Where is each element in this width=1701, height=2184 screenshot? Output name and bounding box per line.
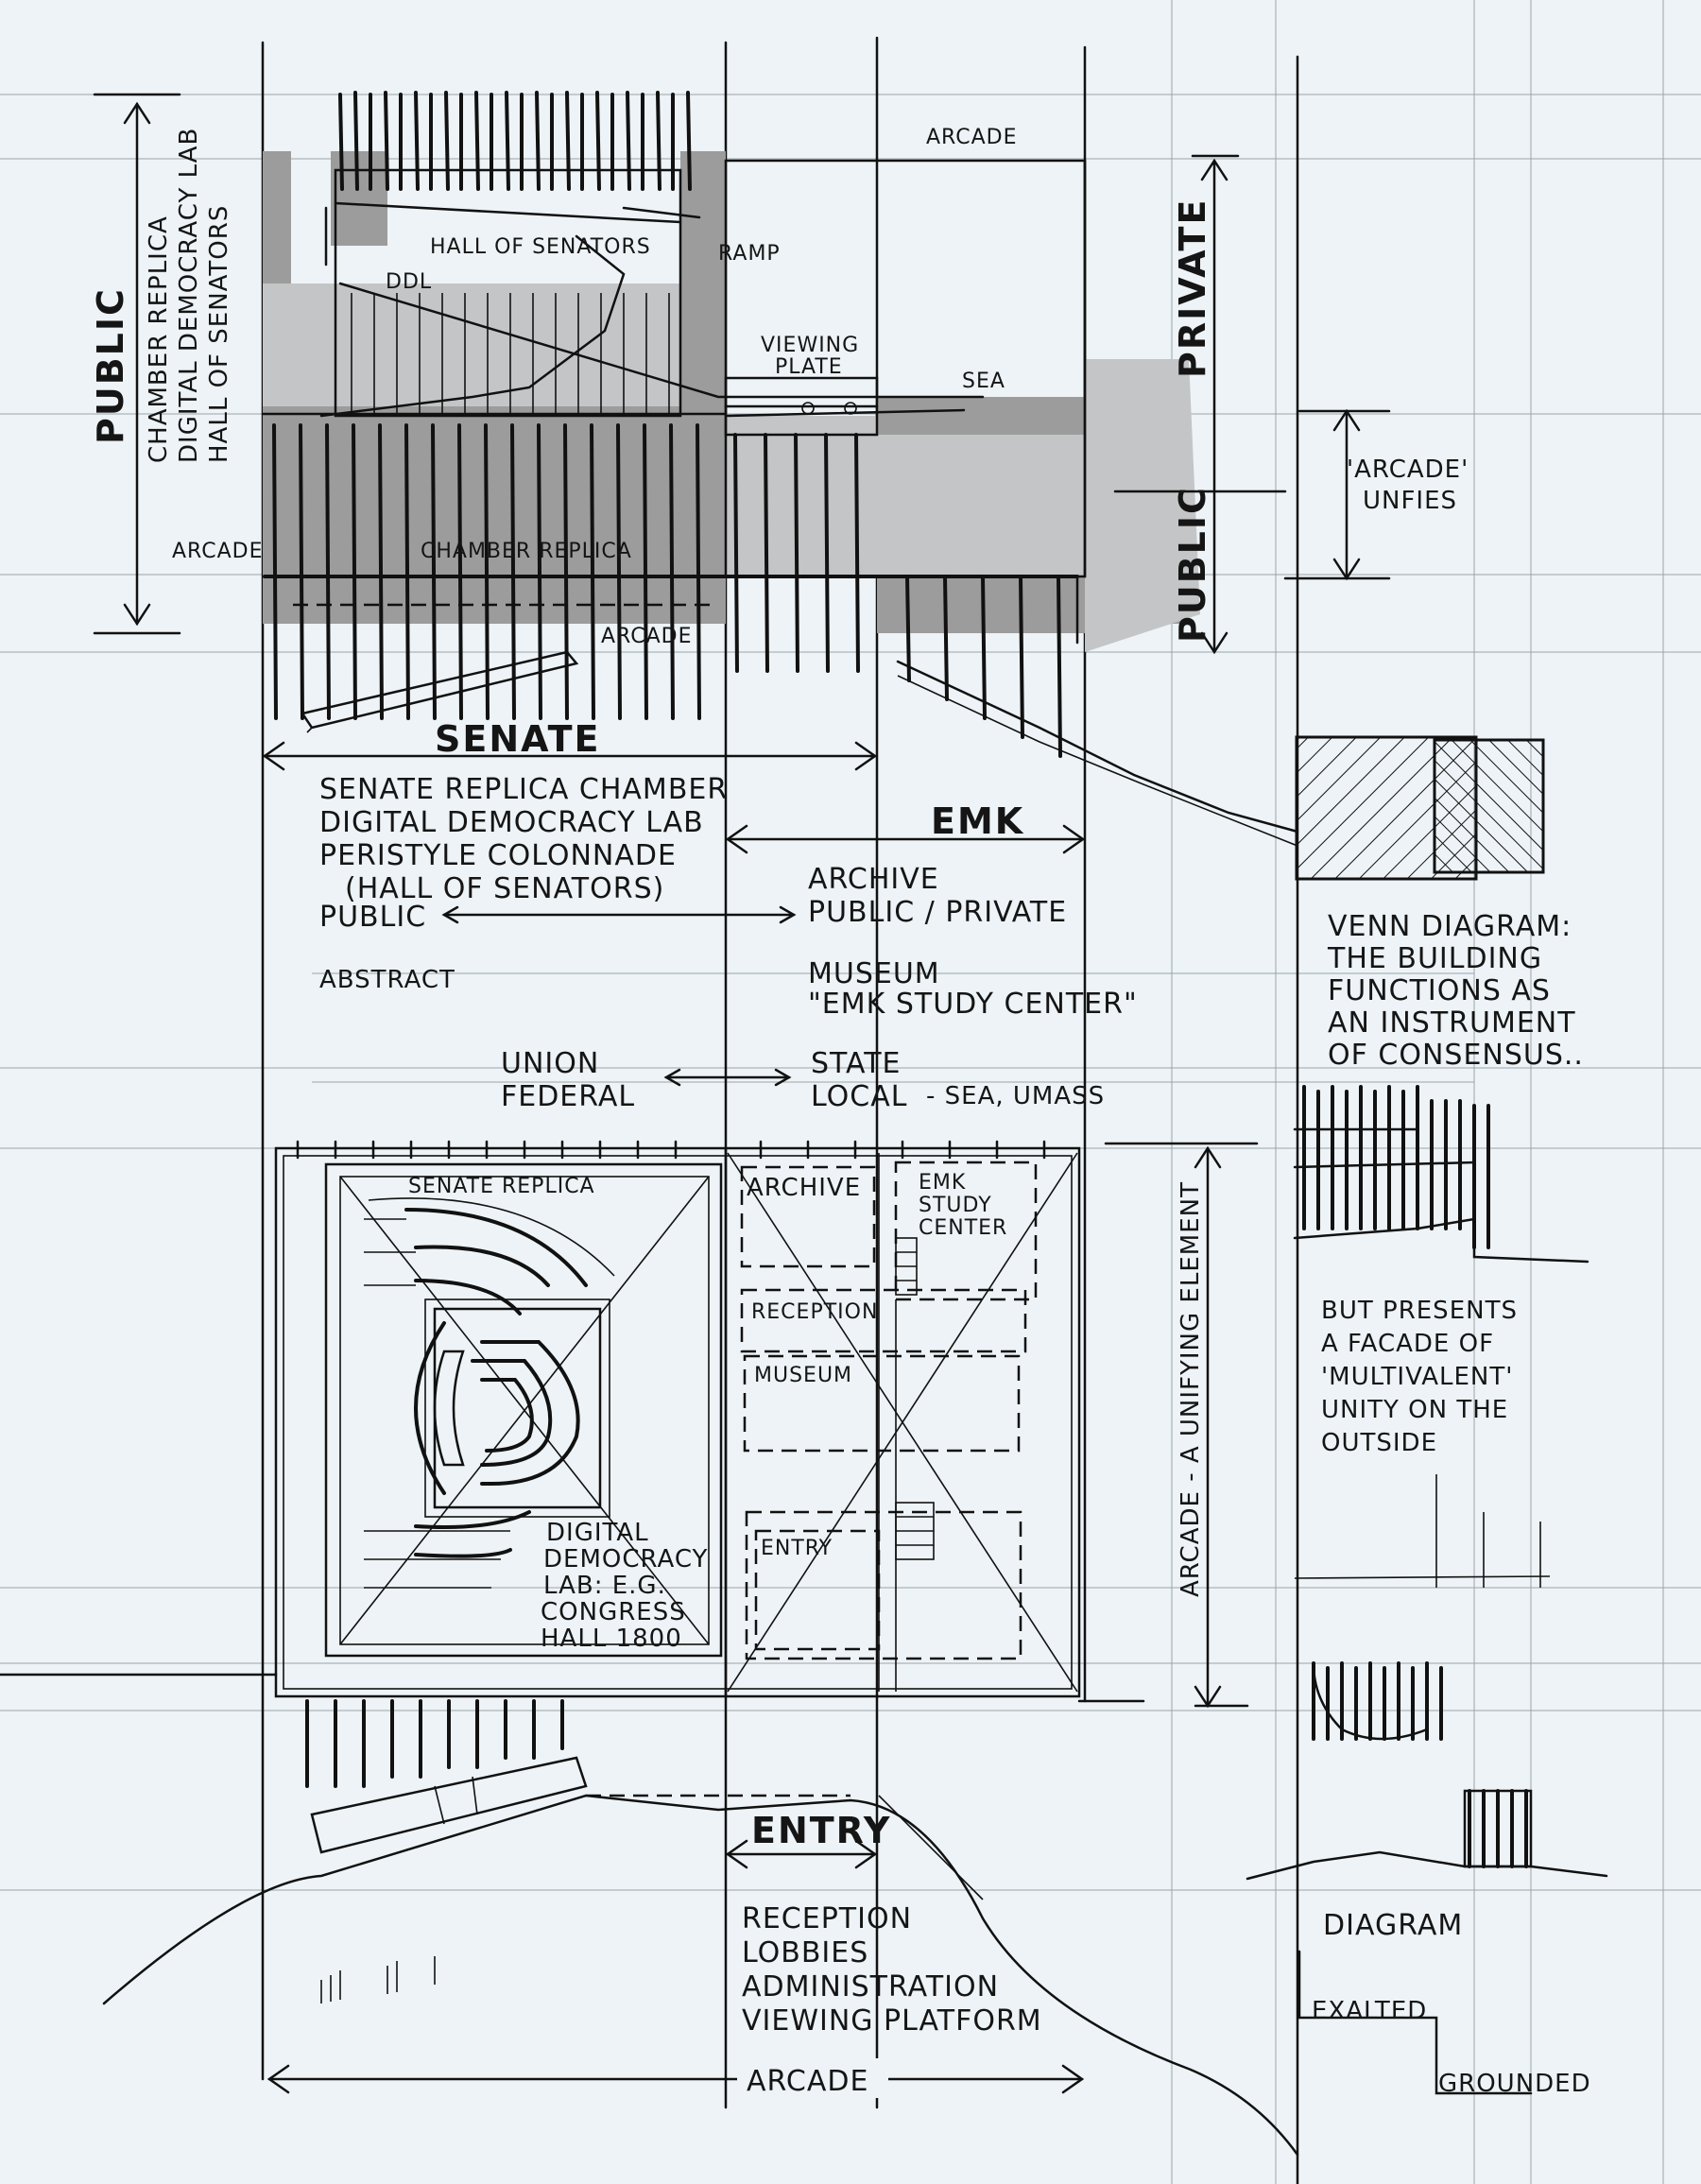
union-text: UNION (501, 1047, 599, 1080)
diagram-exalted: EXALTED (1312, 1997, 1427, 2025)
plan-emk-1: EMK (919, 1171, 966, 1195)
plan-lower-piers (305, 1699, 564, 1788)
sea-umass-text: - SEA, UMASS (926, 1082, 1105, 1110)
venn-set-b (1433, 738, 1545, 874)
label-hall-of-senators: HALL OF SENATORS (430, 235, 651, 259)
museum-line-2: "EMK STUDY CENTER" (808, 988, 1138, 1021)
label-public-left-vertical: PUBLIC (90, 287, 131, 444)
local-text: LOCAL (811, 1080, 907, 1113)
label-hall-vertical: HALL OF SENATORS (205, 205, 233, 463)
plan-emk-2: STUDY (919, 1194, 992, 1217)
label-sea: SEA (962, 370, 1005, 393)
senate-title: SENATE (435, 718, 600, 760)
venn-note-2: THE BUILDING (1327, 942, 1542, 975)
label-public-right-vertical: PUBLIC (1172, 486, 1213, 643)
venn-note-4: AN INSTRUMENT (1328, 1006, 1576, 1040)
plan-ddl-1: DIGITAL (546, 1519, 649, 1547)
abstract-text: ABSTRACT (319, 966, 455, 994)
label-chamber-replica: CHAMBER REPLICA (421, 540, 632, 563)
senate-line-3: PERISTYLE COLONNADE (319, 839, 677, 872)
diagram-title: DIAGRAM (1323, 1909, 1463, 1942)
plan-senate-replica: SENATE REPLICA (408, 1175, 595, 1198)
label-arcade-bottom: ARCADE (601, 625, 693, 648)
entry-title: ENTRY (751, 1810, 891, 1851)
plan-ddl-2: DEMOCRACY (543, 1545, 708, 1574)
federal-text: FEDERAL (501, 1080, 635, 1113)
plan-border-ticks (296, 1140, 1046, 1160)
facade-sketch (1293, 1085, 1589, 1264)
facade-note-4: UNITY ON THE (1321, 1396, 1508, 1424)
entry-line-2: LOBBIES (742, 1936, 868, 1969)
facade-note-3: 'MULTIVALENT' (1321, 1363, 1513, 1391)
floor-plan (0, 1140, 1145, 1788)
senate-line-4: (HALL OF SENATORS) (345, 872, 664, 905)
label-ramp: RAMP (718, 242, 781, 266)
plan-museum: MUSEUM (754, 1364, 852, 1387)
venn-note-5: OF CONSENSUS.. (1328, 1039, 1584, 1072)
entry-line-3: ADMINISTRATION (742, 1970, 999, 2003)
label-arcade-top: ARCADE (926, 126, 1018, 149)
plan-ddl-4: CONGRESS (541, 1598, 686, 1626)
program-section: SENATE SENATE REPLICA CHAMBER DIGITAL DE… (262, 718, 1138, 1113)
arcade-unifying-annotation: ARCADE - A UNIFYING ELEMENT (1104, 1142, 1259, 1709)
emk-title: EMK (931, 800, 1024, 842)
emk-line-1: ARCHIVE (808, 863, 939, 896)
label-arcade-unifying: ARCADE - A UNIFYING ELEMENT (1177, 1181, 1205, 1597)
museum-line-1: MUSEUM (808, 957, 940, 990)
right-vertical-annotation: PRIVATE PUBLIC 'ARCADE' UNFIES (1113, 154, 1469, 655)
plan-emk-3: CENTER (919, 1216, 1007, 1240)
elevation-drawing (261, 91, 1299, 847)
elevation-labels: ARCADE HALL OF SENATORS RAMP DDL VIEWING… (172, 126, 1018, 648)
venn-note-1: VENN DIAGRAM: (1328, 910, 1572, 943)
facade-note-5: OUTSIDE (1321, 1429, 1437, 1457)
plan-labels: SENATE REPLICA ARCHIVE EMK STUDY CENTER … (408, 1171, 1007, 1653)
label-chamber-replica-vertical: CHAMBER REPLICA (145, 215, 173, 463)
plan-ddl-3: LAB: E.G. (543, 1572, 666, 1600)
state-text: STATE (811, 1047, 902, 1080)
lower-arcade-piers (272, 423, 1062, 758)
label-ddl: DDL (386, 270, 432, 294)
label-ddl-vertical: DIGITAL DEMOCRACY LAB (175, 128, 203, 463)
label-viewing: VIEWING (761, 334, 859, 357)
plan-reception: RECEPTION (751, 1300, 878, 1324)
left-vertical-annotation: PUBLIC CHAMBER REPLICA DIGITAL DEMOCRACY… (90, 93, 233, 635)
senate-line-2: DIGITAL DEMOCRACY LAB (319, 806, 704, 839)
public-left-text: PUBLIC (319, 901, 426, 934)
senate-line-1: SENATE REPLICA CHAMBER (319, 773, 728, 806)
label-plate: PLATE (775, 355, 843, 379)
diagram-grounded: GROUNDED (1438, 2070, 1591, 2098)
entry-arcade: ARCADE (747, 2065, 868, 2098)
label-unfies: UNFIES (1363, 487, 1457, 515)
facade-note-1: BUT PRESENTS (1321, 1297, 1518, 1325)
plan-archive: ARCHIVE (747, 1174, 861, 1202)
facade-note: BUT PRESENTS A FACADE OF 'MULTIVALENT' U… (1294, 1297, 1551, 1588)
senate-pier-row (338, 91, 692, 191)
facade-note-2: A FACADE OF (1321, 1330, 1494, 1358)
venn-note-3: FUNCTIONS AS (1328, 974, 1551, 1007)
mid-colonnade (351, 293, 670, 416)
plan-entry: ENTRY (761, 1537, 833, 1560)
plan-ddl-5: HALL 1800 (541, 1625, 682, 1653)
emk-line-2: PUBLIC / PRIVATE (808, 896, 1067, 929)
label-arcade-quote: 'ARCADE' (1347, 456, 1469, 484)
entry-line-1: RECEPTION (742, 1902, 912, 1935)
exalted-grounded-diagram: DIAGRAM EXALTED GROUNDED (1246, 1661, 1608, 2098)
label-private-vertical: PRIVATE (1172, 198, 1213, 378)
venn-diagram: VENN DIAGRAM: THE BUILDING FUNCTIONS AS … (1295, 735, 1584, 1072)
label-arcade-left: ARCADE (172, 540, 264, 563)
entry-section: ENTRY RECEPTION LOBBIES ADMINISTRATION V… (102, 1756, 1299, 2157)
entry-line-4: VIEWING PLATFORM (742, 2004, 1042, 2038)
